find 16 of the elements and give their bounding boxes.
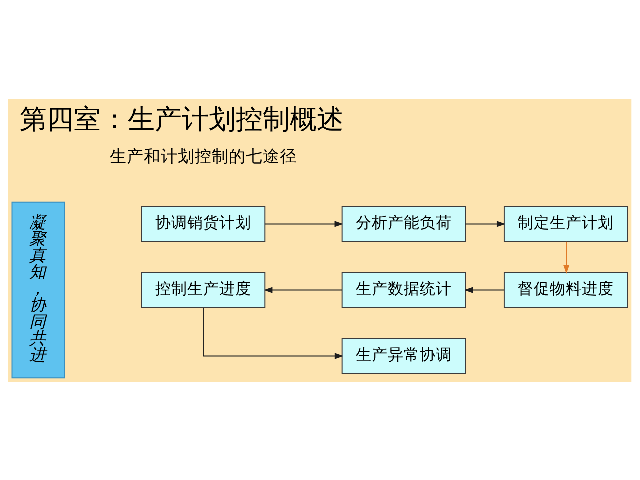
node-box: 凝聚真知，协同共进 xyxy=(12,201,66,378)
arrow xyxy=(464,286,505,293)
arrow xyxy=(465,220,506,227)
label: 生产和计划控制的七途径 xyxy=(110,146,297,166)
node-box: 制定生产计划 xyxy=(504,206,628,242)
node-box: 协调销货计划 xyxy=(141,206,266,242)
arrow xyxy=(564,240,570,274)
node-box: 控制生产进度 xyxy=(141,272,266,308)
arrow xyxy=(264,220,344,227)
node-box: 分析产能负荷 xyxy=(342,206,466,242)
node-box: 生产数据统计 xyxy=(342,272,466,308)
node-box: 督促物料进度 xyxy=(504,272,628,308)
arrow xyxy=(203,306,344,359)
diagram-title: 第四室：生产计划控制概述 xyxy=(20,104,344,136)
node-box: 生产异常协调 xyxy=(342,338,466,374)
arrow xyxy=(264,286,343,293)
